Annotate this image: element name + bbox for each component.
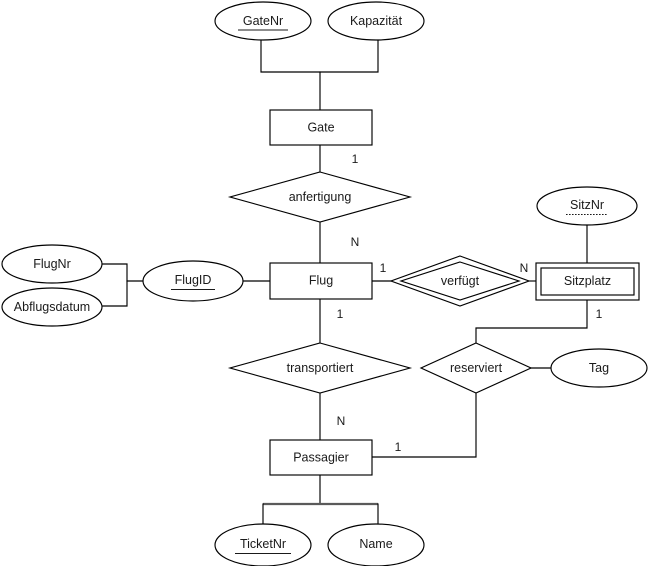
attribute-gatenr[interactable]: GateNr: [214, 1, 312, 41]
attribute-kapazitaet[interactable]: Kapazität: [327, 1, 425, 41]
entity-flug[interactable]: Flug: [269, 262, 373, 300]
attribute-sitznr[interactable]: SitzNr: [536, 186, 638, 226]
entity-box-outer[interactable]: [535, 262, 640, 301]
cardinality-sitzplatz-reserviert: 1: [596, 307, 603, 321]
attribute-ellipse[interactable]: [327, 1, 425, 41]
connector-gate-attributes-bracket: [260, 39, 379, 73]
attribute-label: GateNr: [243, 14, 283, 28]
attribute-label: FlugNr: [33, 257, 71, 271]
relationship-label: anfertigung: [289, 190, 352, 204]
cardinality-flug-transportiert: 1: [337, 307, 344, 321]
relationship-transportiert[interactable]: transportiert: [227, 342, 413, 394]
entity-gate[interactable]: Gate: [269, 109, 373, 146]
connector-group: [102, 39, 588, 524]
connector-reserviert-passagier: [371, 392, 477, 458]
connector-sitzplatz-reserviert: [475, 299, 588, 344]
attribute-name[interactable]: Name: [327, 523, 425, 566]
entity-passagier[interactable]: Passagier: [269, 439, 373, 476]
relationship-verfuegt[interactable]: verfügt: [389, 255, 531, 307]
connector-flug-attributes-bracket: [102, 263, 128, 307]
entity-sitzplatz[interactable]: Sitzplatz: [535, 262, 640, 301]
attribute-flugnr[interactable]: FlugNr: [1, 244, 103, 284]
cardinality-verfuegt-sitzplatz: N: [520, 261, 529, 275]
cardinality-anfertigung-flug: N: [351, 235, 360, 249]
relationship-diamond[interactable]: [419, 342, 533, 394]
cardinality-transportiert-passagier: N: [337, 414, 346, 428]
attribute-ellipse[interactable]: [214, 523, 312, 566]
relationship-diamond-outer[interactable]: [389, 255, 531, 307]
relationship-label: transportiert: [287, 361, 354, 375]
attribute-abflugsdatum[interactable]: Abflugsdatum: [1, 287, 103, 327]
entity-label: Gate: [307, 120, 334, 134]
attribute-ellipse[interactable]: [1, 244, 103, 284]
attribute-label: Tag: [589, 361, 609, 375]
relationship-diamond-inner: [399, 261, 521, 301]
attribute-label: FlugID: [175, 273, 212, 287]
attribute-flugid[interactable]: FlugID: [142, 260, 244, 302]
relationship-diamond[interactable]: [227, 342, 413, 394]
entity-box[interactable]: [269, 109, 373, 146]
attribute-tag[interactable]: Tag: [550, 348, 648, 388]
attribute-label: Name: [359, 537, 392, 551]
attribute-ellipse[interactable]: [1, 287, 103, 327]
entity-label: Flug: [309, 273, 333, 287]
relationship-anfertigung[interactable]: anfertigung: [227, 171, 413, 223]
relationship-label: reserviert: [450, 361, 503, 375]
attribute-label: SitzNr: [570, 198, 604, 212]
relationship-label: verfügt: [441, 274, 480, 288]
attribute-ellipse[interactable]: [536, 186, 638, 226]
cardinality-group: 1 N 1 N 1 N 1 1: [337, 152, 603, 454]
cardinality-flug-verfuegt: 1: [380, 261, 387, 275]
relationship-diamond[interactable]: [227, 171, 413, 223]
entity-box[interactable]: [269, 439, 373, 476]
entity-label: Sitzplatz: [564, 274, 611, 288]
cardinality-passagier-reserviert: 1: [395, 440, 402, 454]
attribute-ellipse[interactable]: [550, 348, 648, 388]
attribute-label: Kapazität: [350, 14, 403, 28]
relationship-reserviert[interactable]: reserviert: [419, 342, 533, 394]
attribute-label: Abflugsdatum: [14, 300, 90, 314]
attribute-label: TicketNr: [240, 537, 286, 551]
entity-box-inner: [540, 267, 635, 296]
entity-label: Passagier: [293, 450, 349, 464]
attribute-ticketnr[interactable]: TicketNr: [214, 523, 312, 566]
attribute-ellipse[interactable]: [142, 260, 244, 302]
entity-box[interactable]: [269, 262, 373, 300]
cardinality-gate-anfertigung: 1: [352, 152, 359, 166]
attribute-ellipse[interactable]: [327, 523, 425, 566]
